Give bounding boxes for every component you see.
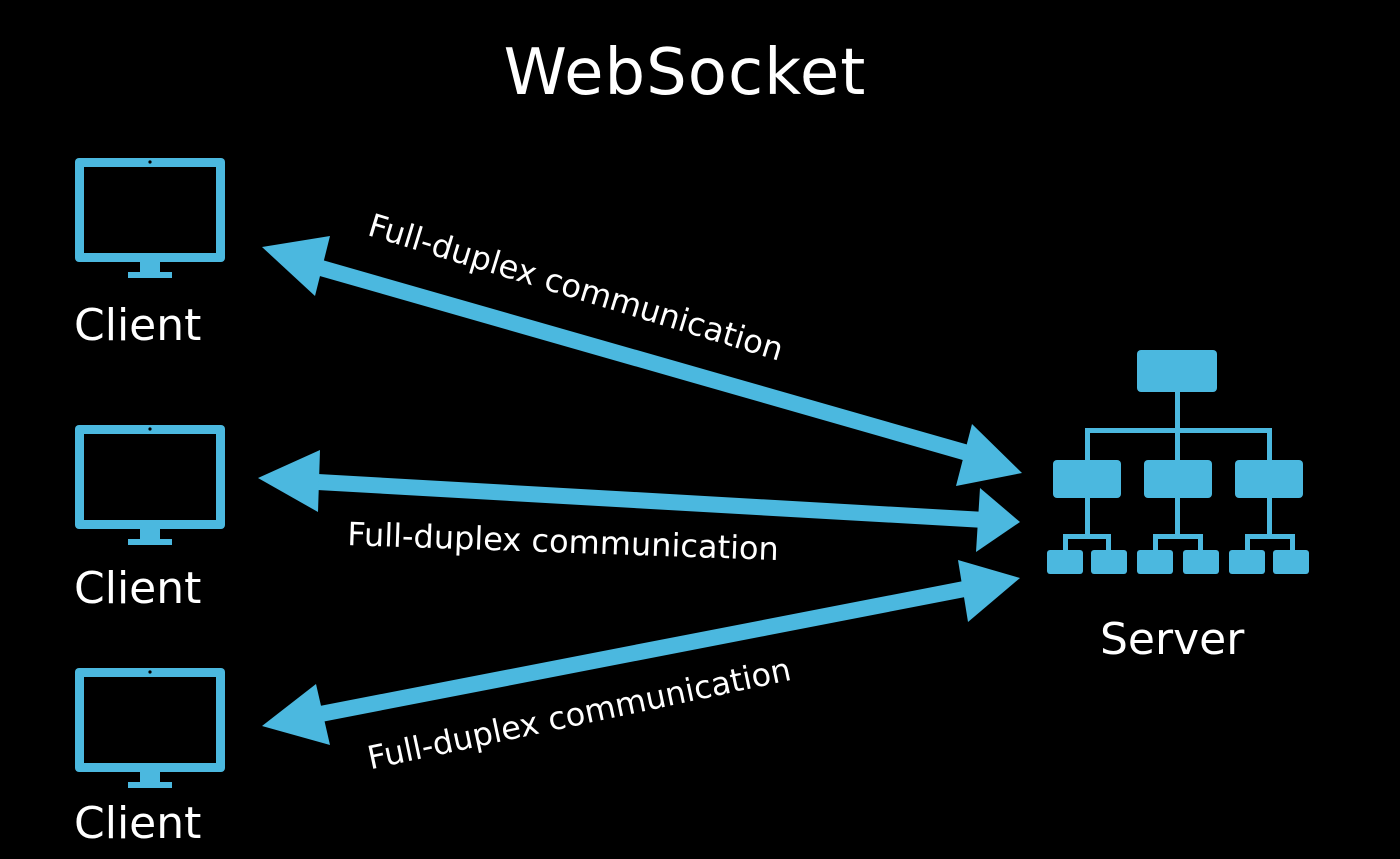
network-hierarchy-icon	[1047, 350, 1309, 574]
client-label: Client	[74, 300, 202, 351]
bidirectional-arrow-icon	[262, 560, 1020, 745]
monitor-icon	[75, 158, 225, 278]
bidirectional-arrow-icon	[258, 450, 1020, 552]
monitor-icon	[75, 668, 225, 788]
bidirectional-arrow-icon	[262, 236, 1022, 486]
monitor-icon	[75, 425, 225, 545]
client-label: Client	[74, 563, 202, 614]
client-label: Client	[74, 798, 202, 849]
server-label: Server	[1100, 614, 1245, 665]
diagram-title: WebSocket	[503, 36, 867, 110]
